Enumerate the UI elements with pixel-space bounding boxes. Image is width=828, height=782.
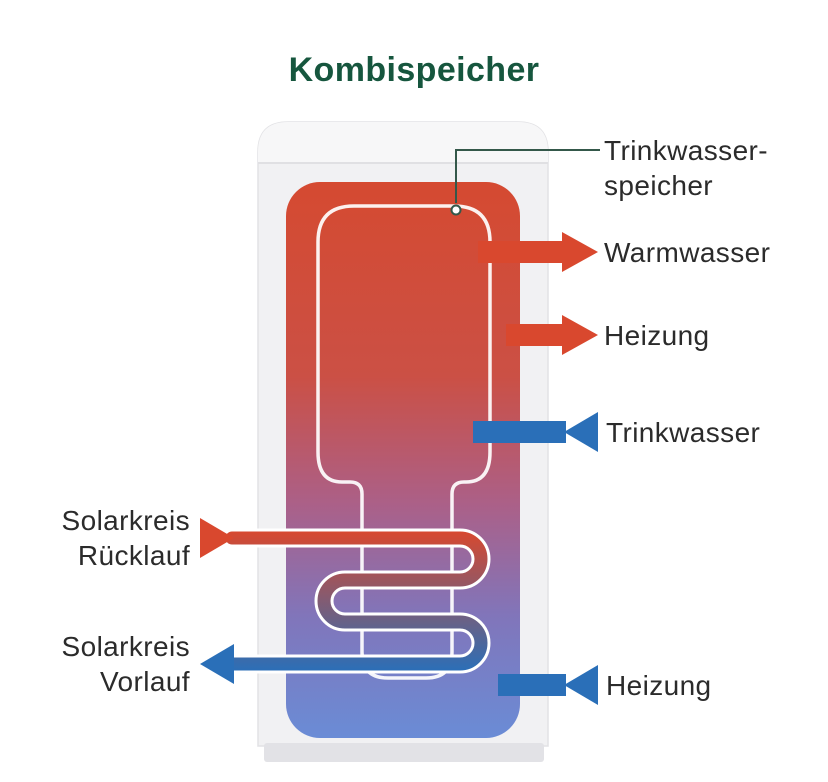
heizung-supply-pipe xyxy=(506,324,564,346)
solar-supply-arrow-head xyxy=(200,644,234,684)
warmwasser-pipe xyxy=(478,241,564,263)
heizung-supply-arrow-head xyxy=(562,315,598,355)
buffer-water-gradient xyxy=(286,182,520,738)
pointer-line xyxy=(455,149,600,203)
inner-tank-outline xyxy=(316,204,492,680)
solar-return-arrow-head xyxy=(200,518,234,558)
pointer-dot xyxy=(450,204,462,216)
trinkwasser-arrow-head xyxy=(564,412,598,452)
tank-base xyxy=(264,743,544,762)
tank-lid-cap xyxy=(258,122,548,162)
heizung-return-pipe xyxy=(498,674,566,696)
warmwasser-arrow-head xyxy=(562,232,598,272)
trinkwasser-pipe xyxy=(473,421,566,443)
diagram-title: Kombispeicher xyxy=(288,51,540,89)
heizung-return-arrow-head xyxy=(564,665,598,705)
solar-coil-pipe xyxy=(225,531,488,671)
